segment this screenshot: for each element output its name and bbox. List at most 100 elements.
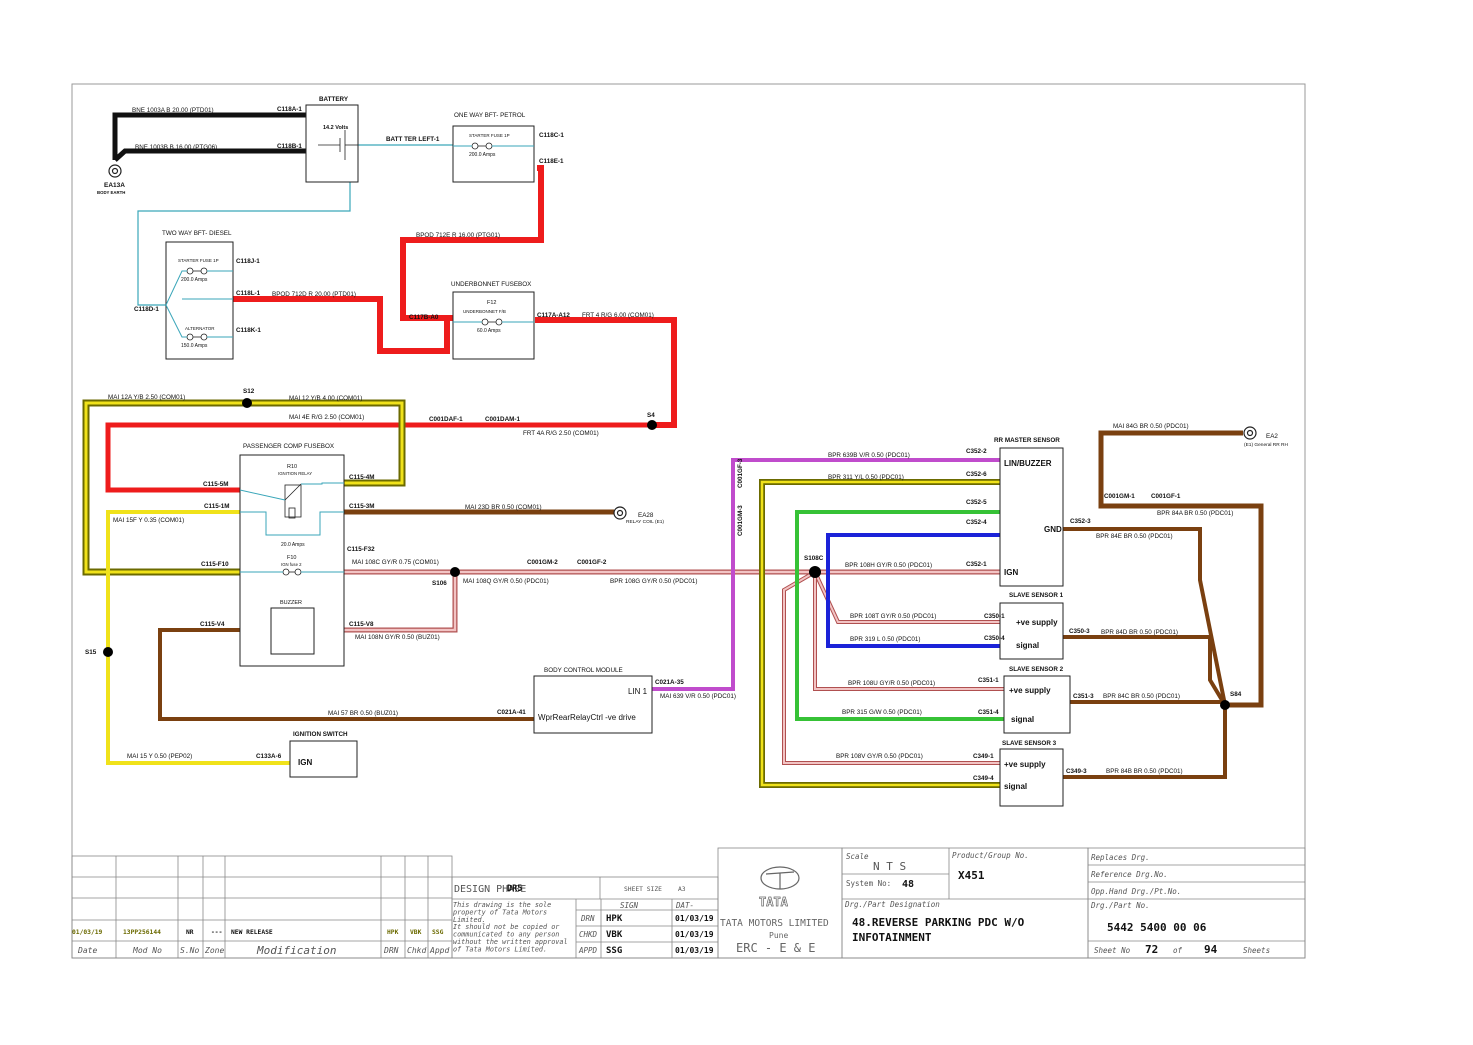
reference-label: Reference Drg.No. (1091, 870, 1168, 879)
system-label: System No: (846, 879, 891, 888)
col-mod: Mod No (132, 946, 162, 955)
wire-bne-1003b (113, 148, 306, 162)
rev-sno: NR (186, 929, 194, 936)
wire-bpod-712d (233, 296, 453, 354)
connectors-c21: C115-F10 (201, 561, 229, 568)
underbonnet-title: UNDERBONNET FUSEBOX (451, 281, 532, 288)
connectors-c5: C118E-1 (539, 158, 564, 165)
wire-mai-12a-inner (84, 401, 247, 574)
ground-ea28-symbol (613, 506, 627, 520)
company-brand: TATA (759, 895, 789, 909)
connectors-c42: C350-3 (1069, 628, 1090, 635)
slave1-title: SLAVE SENSOR 1 (1009, 592, 1064, 599)
design-phase-label: DESIGN PHASE (454, 884, 526, 895)
wire-bpr-319 (826, 533, 1000, 648)
one-way-amps: 200.0 Amps (469, 152, 496, 158)
wire-bpod-712e (400, 165, 544, 321)
splice-s84 (1220, 700, 1230, 710)
wire-frt-4 (535, 317, 677, 428)
system-value: 48 (902, 879, 914, 890)
connectors-c17: C115-5M (203, 481, 229, 488)
col-appd: Appd (429, 946, 449, 955)
col-modification: Modification (256, 944, 336, 957)
internal-cyan-links (165, 145, 534, 573)
connectors-c24: S106 (432, 580, 447, 587)
relay-coil-frame (284, 484, 302, 518)
designation-line1: 48.REVERSE PARKING PDC W/O (852, 916, 1025, 929)
labels-w23: BPR 319 L 0.50 (PDC01) (850, 636, 920, 643)
connectors-c33: C352-5 (966, 499, 987, 506)
ign-switch-title: IGNITION SWITCH (293, 731, 348, 738)
connectors-c37: C352-3 (1070, 518, 1091, 525)
connectors-c48: C349-4 (973, 775, 994, 782)
designation-line2: INFOTAINMENT (852, 931, 932, 944)
underbonnet-amps: 60.0 Amps (477, 328, 501, 334)
note-line: property of Tata Motors (453, 908, 547, 916)
labels-w9: FRT 4A R/G 2.50 (COM01) (523, 430, 599, 437)
labels-w22: BPR 108T GY/R 0.50 (PDC01) (850, 613, 936, 620)
company-name: TATA MOTORS LIMITED (720, 918, 829, 929)
connectors-c26: C115-V8 (349, 621, 374, 628)
wire-bpr-315 (795, 510, 1004, 721)
rev-drn: HPK (387, 929, 399, 936)
slave3-pin1: +ve supply (1004, 760, 1046, 769)
sheet-size-label: SHEET SIZE (624, 886, 662, 893)
slave2-title: SLAVE SENSOR 2 (1009, 666, 1064, 673)
rev-mod: 13PP256144 (123, 929, 161, 936)
connectors-c46: S84 (1230, 691, 1242, 698)
note-line: of Tata Motors Limited. (453, 945, 547, 953)
wire-mai-57 (158, 628, 534, 721)
wire-bpr-84b (1063, 705, 1227, 779)
passenger-relay-name: IGNITION RELAY (278, 471, 312, 476)
connectors-c31: C352-2 (966, 448, 987, 455)
wire-bpr-108u (813, 572, 1004, 691)
components (165, 104, 1071, 807)
part-no-value: 5442 5400 00 06 (1107, 921, 1207, 934)
wire-mai-108n-inner (344, 572, 457, 632)
ground-ea13a-symbol (108, 164, 122, 178)
master-sensor-box (999, 447, 1064, 587)
slave2-pin2: signal (1011, 715, 1034, 724)
connectors-c22: C001GM-2 (527, 559, 558, 566)
labels-w25: BPR 315 G/W 0.50 (PDC01) (842, 709, 922, 716)
note-line: without the written approval (453, 938, 568, 946)
master-pin2: GND (1044, 525, 1062, 534)
vlabels-v1: C001GF-3 (737, 458, 744, 488)
wire-mai-15f (106, 510, 290, 765)
slave3-title: SLAVE SENSOR 3 (1002, 740, 1057, 747)
company-city: Pune (769, 931, 788, 940)
connectors-c3: BATT TER LEFT-1 (386, 136, 440, 143)
one-way-title: ONE WAY BFT- PETROL (454, 112, 526, 119)
labels-w7: MAI 12 Y/B 4.00 (COM01) (289, 395, 362, 402)
box-texts: BATTERY 14.2 Volts ONE WAY BFT- PETROL S… (97, 96, 1289, 791)
wire-mai-84g (1098, 430, 1264, 708)
connectors-c1: C118A-1 (277, 106, 302, 113)
ground-ea13a-desc: BODY EARTH (97, 190, 125, 195)
wire-labels: BNE 1003A B 20.00 (PTD01)BNE 1003B B 16.… (108, 107, 1233, 775)
labels-w1: BNE 1003A B 20.00 (PTD01) (132, 107, 214, 114)
labels-w21: BPR 108H GY/R 0.50 (PDC01) (845, 562, 932, 569)
labels-w3: BPOD 712E R 16.00 (PTG01) (416, 232, 500, 239)
chkd-label: CHKD (579, 930, 598, 939)
connectors-c30: C133A-6 (256, 753, 282, 760)
slave-sensor-1-box (999, 602, 1064, 660)
connectors-c23: C001GF-2 (577, 559, 607, 566)
sheet-no-label: Sheet No (1094, 946, 1131, 955)
connectors-c18: C115-1M (204, 503, 230, 510)
connectors-c35: S108C (804, 555, 824, 562)
wire-bpr-108t-inner (814, 571, 1000, 623)
slave-sensor-3-box (999, 748, 1064, 807)
splice-s108c (809, 566, 821, 578)
bcm-pin2: WprRearRelayCtrl -ve drive (538, 713, 636, 722)
rev-chkd: VBK (410, 929, 422, 936)
underbonnet-fuse: F12 (487, 300, 496, 306)
slave-sensor-2-box (1003, 675, 1071, 734)
labels-w10: MAI 23D BR 0.50 (COM01) (465, 504, 542, 511)
passenger-title: PASSENGER COMP FUSEBOX (243, 443, 335, 450)
battery-title: BATTERY (319, 96, 349, 103)
ground-symbols (108, 164, 1257, 520)
connectors-c27: S15 (85, 649, 97, 656)
labels-w15: MAI 108N GY/R 0.50 (BUZ01) (355, 634, 440, 641)
battery-box (305, 104, 359, 183)
labels-w14: BPR 108G GY/R 0.50 (PDC01) (610, 578, 698, 585)
